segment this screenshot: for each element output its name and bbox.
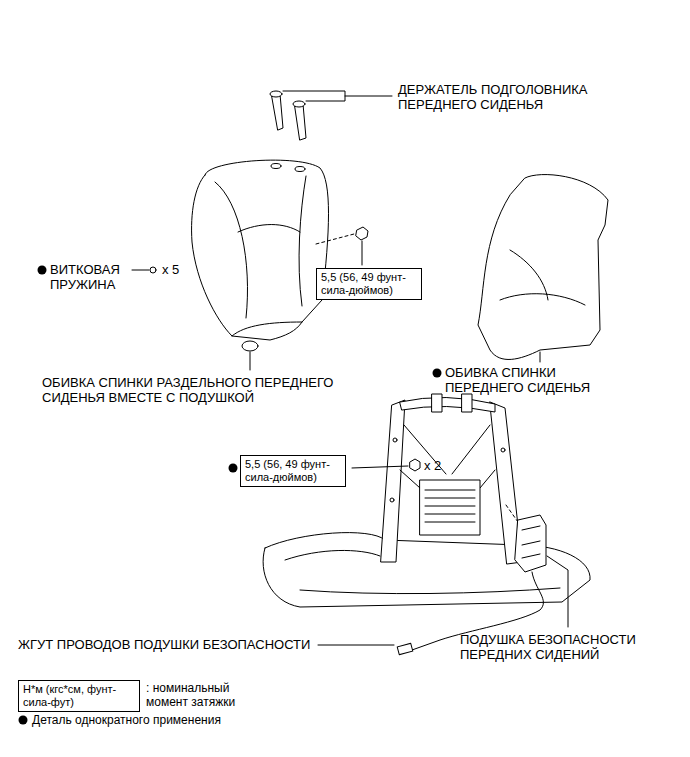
part-name: ОБИВКА СПИНКИ ПЕРЕДНЕГО СИДЕНЬЯ — [445, 365, 615, 395]
coil-spring — [150, 267, 156, 273]
dashed-leader — [316, 234, 354, 244]
quantity: x 2 — [424, 458, 441, 473]
cover-hook — [242, 341, 258, 351]
torque-value: 5,5 (56, 49 фунт-сила-дюймов) — [321, 271, 417, 297]
leader-line — [250, 352, 251, 370]
frame-hole — [501, 448, 505, 452]
torque-value: Н*м (кгс*см, фунт-сила-фут) — [23, 683, 135, 709]
cover-seam — [215, 176, 306, 336]
part-name: ЖГУТ ПРОВОДОВ ПОДУШКИ БЕЗОПАСНОСТИ — [18, 637, 348, 652]
torque-box: 5,5 (56, 49 фунт-сила-дюймов) — [240, 455, 346, 487]
leader-line — [540, 352, 541, 362]
frame-top-bar — [400, 397, 495, 412]
single-use-dot — [229, 464, 238, 473]
quantity: x 5 — [162, 262, 179, 277]
seatback-cover — [478, 174, 608, 359]
unit-key-box: Н*м (кгс*см, фунт-сила-фут) — [18, 680, 140, 712]
headrest-hole — [295, 167, 305, 172]
nut — [356, 227, 368, 240]
torque-value: 5,5 (56, 49 фунт-сила-дюймов) — [245, 458, 341, 484]
leader-line — [547, 556, 568, 627]
leader-line — [132, 270, 149, 271]
headrest-support-head — [293, 101, 305, 107]
legend-text: : номинальный момент затяжки — [146, 681, 261, 709]
part-name: ДЕРЖАТЕЛЬ ПОДГОЛОВНИКА ПЕРЕДНЕГО СИДЕНЬЯ — [398, 82, 613, 112]
airbag-fold — [522, 526, 540, 558]
lumbar-panel — [420, 480, 480, 535]
seatback-cover-pad — [192, 160, 329, 340]
lumbar-hatch — [425, 490, 475, 522]
part-name: ВИТКОВАЯ ПРУЖИНА — [50, 262, 135, 292]
cover-crease — [500, 250, 585, 305]
leader-line — [362, 241, 363, 265]
single-use-dot — [38, 266, 47, 275]
bolt — [410, 459, 420, 471]
frame-hole — [393, 438, 397, 442]
leader-line — [283, 91, 392, 101]
airbag — [515, 515, 546, 572]
part-name: ОБИВКА СПИНКИ РАЗДЕЛЬНОГО ПЕРЕДНЕГО СИДЕ… — [42, 375, 377, 405]
frame-wire — [400, 425, 495, 488]
wire-connector — [397, 643, 413, 654]
headrest-guide — [462, 394, 472, 412]
frame-upright — [381, 400, 405, 562]
part-name: ПОДУШКА БЕЗОПАСНОСТИ ПЕРЕДНИХ СИДЕНИЙ — [460, 632, 675, 662]
leader-line — [352, 466, 408, 468]
headrest-guide — [432, 394, 442, 412]
single-use-dot — [433, 369, 442, 378]
headrest-support-head — [270, 91, 282, 97]
headrest-support — [295, 104, 306, 140]
torque-box: 5,5 (56, 49 фунт-сила-дюймов) — [316, 268, 422, 300]
headrest-hole — [271, 164, 281, 169]
legend-text: Деталь однократного применения — [32, 713, 332, 727]
dashed-leader — [506, 505, 518, 522]
headrest-support — [272, 94, 283, 130]
frame-hole — [390, 498, 394, 502]
leader-line — [318, 645, 394, 646]
single-use-dot — [19, 716, 28, 725]
